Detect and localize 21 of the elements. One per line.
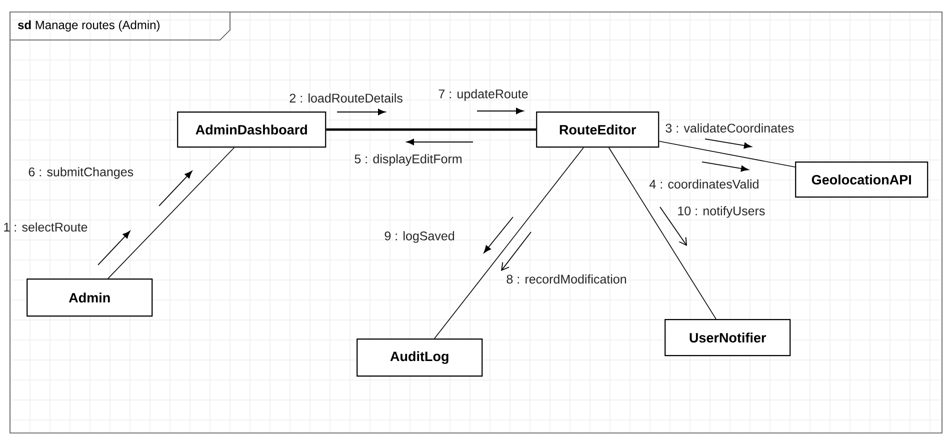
message-label: 6 : submitChanges bbox=[28, 167, 134, 179]
message-label: 1 : selectRoute bbox=[4, 222, 88, 232]
message-label: 9 : logSaved bbox=[384, 231, 454, 243]
object-box: AuditLog bbox=[356, 338, 483, 377]
object-box: Admin bbox=[26, 278, 153, 317]
link-line bbox=[608, 147, 716, 320]
message-label: 3 : validateCoordinates bbox=[666, 123, 794, 133]
link-line bbox=[108, 147, 235, 279]
object-box: GeolocationAPI bbox=[795, 162, 928, 198]
link-line bbox=[658, 140, 796, 168]
message-label: 2 : loadRouteDetails bbox=[290, 93, 402, 103]
message-label: 7 : updateRoute bbox=[438, 89, 528, 101]
message-label: 5 : displayEditForm bbox=[354, 154, 462, 166]
object-box: UserNotifier bbox=[664, 319, 791, 356]
link-line bbox=[434, 147, 584, 339]
object-box: AdminDashboard bbox=[177, 112, 326, 148]
object-box: RouteEditor bbox=[536, 112, 660, 148]
message-label: 8 : recordModification bbox=[506, 274, 626, 284]
link-line bbox=[326, 128, 536, 131]
message-label: 10 : notifyUsers bbox=[678, 206, 765, 218]
message-label: 4 : coordinatesValid bbox=[650, 179, 758, 189]
